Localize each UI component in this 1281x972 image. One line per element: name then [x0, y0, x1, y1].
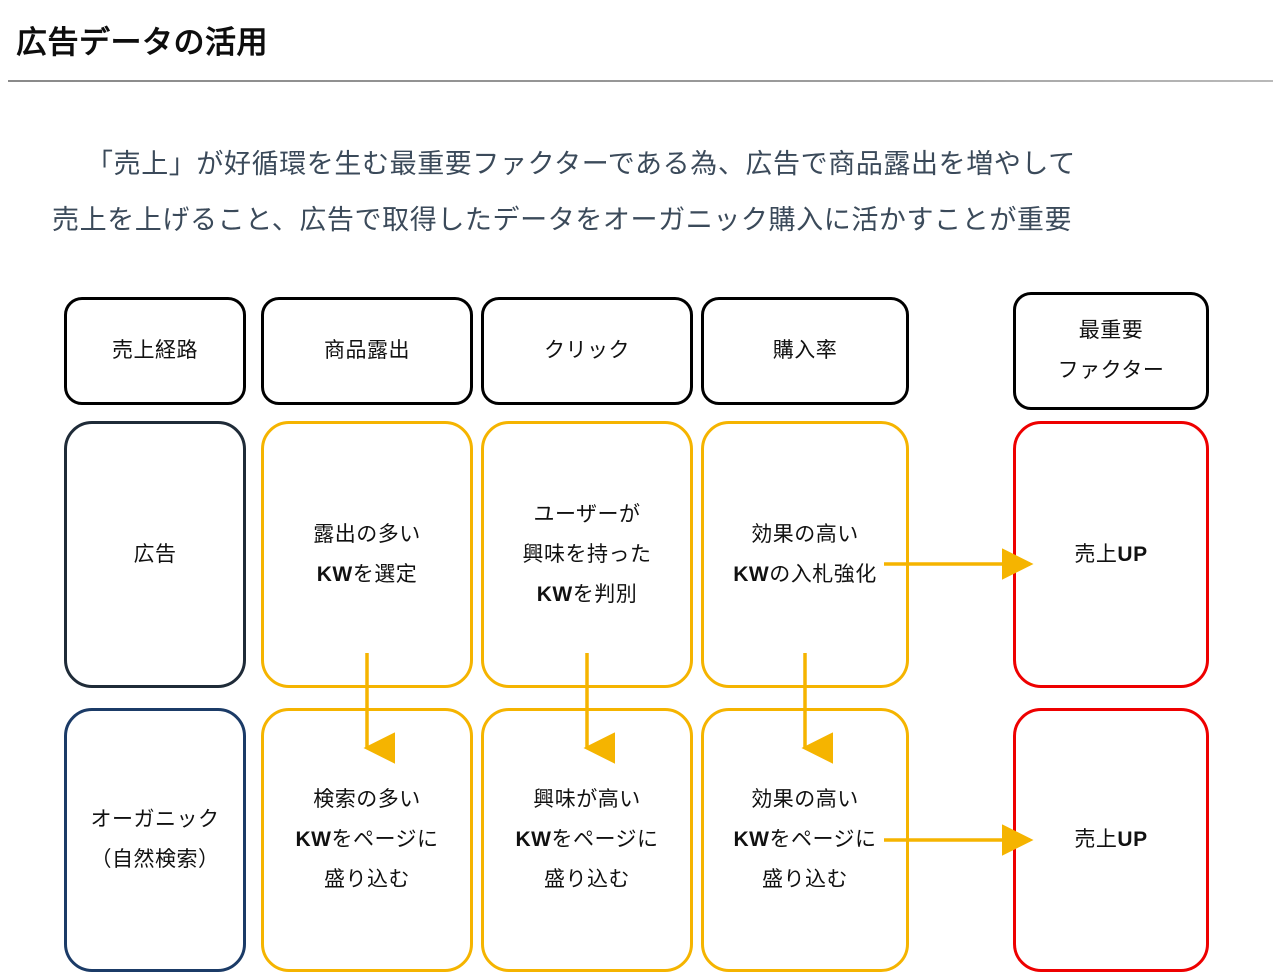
header-label-sales-route: 売上経路	[112, 339, 198, 362]
ad-exposure-kw: KW	[316, 562, 353, 586]
ad-result-box: 売上UP	[1013, 421, 1209, 688]
organic-click-kw: KW	[515, 828, 552, 851]
header-label-product-exposure: 商品露出	[324, 339, 410, 362]
organic-result-box: 売上UP	[1013, 708, 1209, 972]
ad-result-up: UP	[1117, 542, 1148, 566]
organic-click-line-1: 興味が高い	[533, 788, 641, 811]
organic-exposure-line-2: KWをページに	[295, 820, 438, 860]
lead-paragraph: 「売上」が好循環を生む最重要ファクターである為、広告で商品露出を増やして 売上を…	[52, 136, 1232, 248]
ad-cvr-line-2: KWの入札強化	[733, 555, 877, 595]
ad-result-text: 売上	[1074, 542, 1118, 566]
ad-cvr-line-2-rest: の入札強化	[769, 562, 877, 586]
organic-result-label: 売上UP	[1074, 820, 1147, 860]
ad-click-line-3-rest: を判別	[572, 582, 638, 606]
ad-exposure-line-1: 露出の多い	[313, 522, 421, 546]
ad-cvr-box: 効果の高い KWの入札強化	[701, 421, 909, 688]
organic-cvr-line-1: 効果の高い	[751, 788, 859, 811]
organic-click-line-3: 盛り込む	[544, 868, 630, 891]
ad-exposure-line-2: KWを選定	[313, 555, 421, 595]
title-divider	[8, 80, 1273, 82]
organic-cvr-box: 効果の高い KWをページに 盛り込む	[701, 708, 909, 972]
organic-click-box: 興味が高い KWをページに 盛り込む	[481, 708, 693, 972]
ad-click-line-3: KWを判別	[523, 575, 652, 615]
header-label-key-factor-line-2: ファクター	[1057, 359, 1165, 382]
ad-result-label: 売上UP	[1074, 535, 1147, 575]
organic-channel-line-1: オーガニック	[90, 808, 220, 831]
organic-click-line-2-rest: をページに	[551, 828, 659, 851]
organic-cvr-line-3: 盛り込む	[762, 868, 848, 891]
organic-exposure-kw: KW	[295, 828, 332, 851]
organic-click-line-2: KWをページに	[515, 820, 658, 860]
header-box-sales-route: 売上経路	[64, 297, 246, 405]
header-label-purchase-rate: 購入率	[772, 339, 838, 362]
ad-exposure-box: 露出の多い KWを選定	[261, 421, 473, 688]
ad-cvr-line-1: 効果の高い	[751, 522, 859, 546]
ad-click-kw: KW	[536, 582, 573, 606]
organic-cvr-line-2: KWをページに	[733, 820, 876, 860]
organic-exposure-box: 検索の多い KWをページに 盛り込む	[261, 708, 473, 972]
page-title: 広告データの活用	[16, 25, 268, 60]
organic-result-up: UP	[1117, 828, 1148, 851]
organic-channel-box: オーガニック （自然検索）	[64, 708, 246, 972]
organic-channel-line-2: （自然検索）	[90, 848, 220, 871]
header-box-key-factor: 最重要 ファクター	[1013, 292, 1209, 410]
organic-cvr-kw: KW	[733, 828, 770, 851]
ad-click-line-1: ユーザーが	[533, 502, 641, 526]
ad-click-box: ユーザーが 興味を持った KWを判別	[481, 421, 693, 688]
organic-cvr-line-2-rest: をページに	[769, 828, 877, 851]
ad-channel-label: 広告	[133, 542, 177, 566]
organic-result-text: 売上	[1074, 828, 1118, 851]
header-box-click: クリック	[481, 297, 693, 405]
organic-exposure-line-2-rest: をページに	[331, 828, 439, 851]
lead-paragraph-line-1: 「売上」が好循環を生む最重要ファクターである為、広告で商品露出を増やして	[86, 149, 1076, 179]
organic-exposure-line-3: 盛り込む	[324, 868, 410, 891]
header-label-key-factor-line-1: 最重要	[1078, 319, 1144, 342]
ad-click-line-2: 興味を持った	[522, 542, 652, 566]
header-label-click: クリック	[544, 339, 630, 362]
header-box-product-exposure: 商品露出	[261, 297, 473, 405]
ad-exposure-line-2-rest: を選定	[352, 562, 418, 586]
ad-channel-box: 広告	[64, 421, 246, 688]
header-box-purchase-rate: 購入率	[701, 297, 909, 405]
lead-paragraph-line-2: 売上を上げること、広告で取得したデータをオーガニック購入に活かすことが重要	[52, 205, 1073, 235]
ad-cvr-kw: KW	[733, 562, 770, 586]
organic-exposure-line-1: 検索の多い	[313, 788, 421, 811]
